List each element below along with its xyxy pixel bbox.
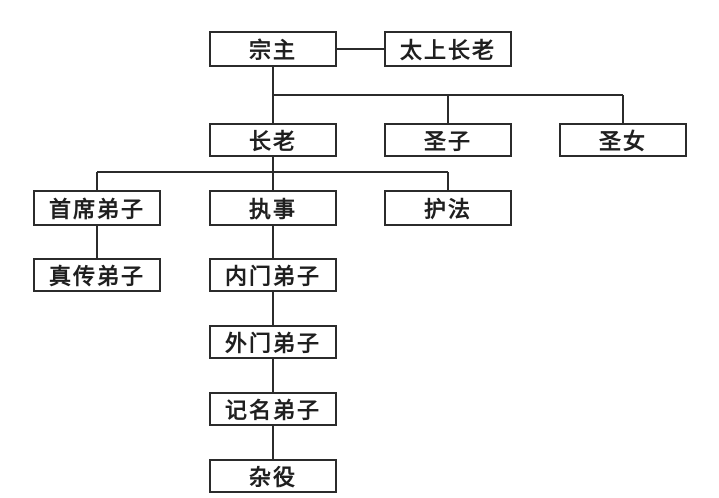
node-shengnv: 圣女 xyxy=(559,123,687,157)
node-zhenchuan-dizi: 真传弟子 xyxy=(33,258,161,292)
node-zhanglao: 长老 xyxy=(209,123,337,157)
node-shouxi-dizi: 首席弟子 xyxy=(33,190,161,226)
node-waimen-dizi: 外门弟子 xyxy=(209,325,337,359)
node-hufa: 护法 xyxy=(384,190,512,226)
node-zhishi: 执事 xyxy=(209,190,337,226)
node-taishang-zhanglao: 太上长老 xyxy=(384,31,512,67)
node-shengzi: 圣子 xyxy=(384,123,512,157)
node-jiming-dizi: 记名弟子 xyxy=(209,392,337,426)
node-neimen-dizi: 内门弟子 xyxy=(209,258,337,292)
node-zayi: 杂役 xyxy=(209,459,337,493)
node-zongzhu: 宗主 xyxy=(209,31,337,67)
